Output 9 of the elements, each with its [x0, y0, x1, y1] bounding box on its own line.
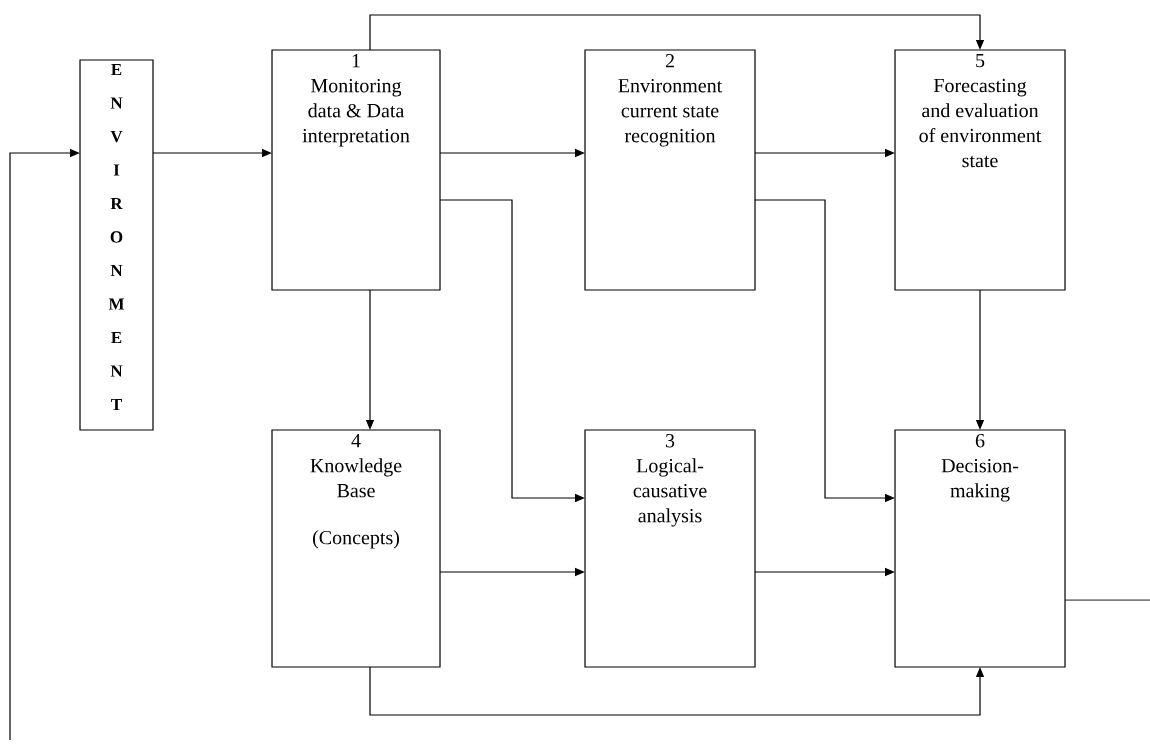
environment-box: E N V I R O N M E N T: [79, 59, 154, 431]
process-box: 2 Environment current state recognition: [584, 49, 756, 291]
process-box: 6 Decision-making: [894, 429, 1066, 668]
process-box: 5 Forecasting and evaluation of environment state: [894, 49, 1066, 291]
arrow: [369, 14, 985, 51]
process-box: 1 Monitoring data & Data interpretation: [271, 49, 441, 291]
process-box: 3 Logical-causative analysis: [584, 429, 756, 668]
process-box: 4 Knowledge Base (Concepts): [271, 429, 441, 668]
connector-line: [1064, 599, 1150, 601]
